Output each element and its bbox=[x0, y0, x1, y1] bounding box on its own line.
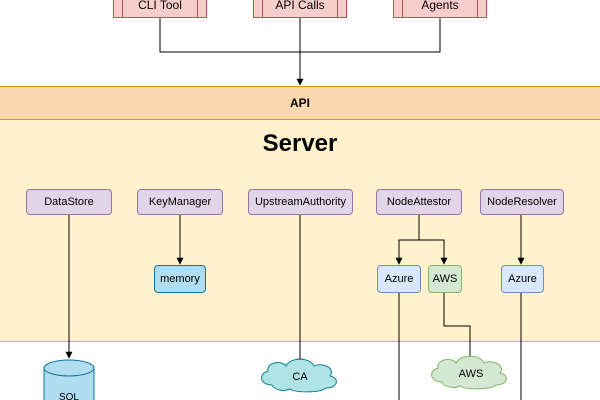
resolver-azure-label: Azure bbox=[508, 273, 537, 285]
attestor-azure-box: Azure bbox=[377, 265, 421, 293]
cli-tool-box: CLI Tool bbox=[113, 0, 207, 18]
nodeattestor-box: NodeAttestor bbox=[376, 189, 462, 215]
api-bar: API bbox=[0, 86, 600, 120]
datastore-label: DataStore bbox=[44, 196, 94, 208]
api-calls-label: API Calls bbox=[275, 0, 325, 12]
keymanager-box: KeyManager bbox=[137, 189, 223, 215]
attestor-azure-label: Azure bbox=[384, 273, 414, 285]
sql-label: SQL bbox=[58, 392, 79, 400]
attestor-aws-box: AWS bbox=[428, 265, 462, 293]
noderesolver-box: NodeResolver bbox=[480, 189, 564, 215]
api-calls-box: API Calls bbox=[253, 0, 347, 18]
server-title: Server bbox=[262, 130, 338, 157]
noderesolver-label: NodeResolver bbox=[487, 196, 557, 208]
client-connector bbox=[159, 18, 441, 53]
api-label: API bbox=[289, 96, 310, 110]
upstreamauthority-box: UpstreamAuthority bbox=[248, 189, 353, 215]
resolver-azure-box: Azure bbox=[501, 265, 544, 293]
nodeattestor-label: NodeAttestor bbox=[386, 196, 452, 208]
datastore-box: DataStore bbox=[26, 189, 112, 215]
memory-box: memory bbox=[154, 265, 206, 293]
upstreamauthority-label: UpstreamAuthority bbox=[254, 196, 347, 208]
aws-cloud-label: AWS bbox=[458, 368, 484, 380]
ca-label: CA bbox=[292, 371, 308, 383]
attestor-aws-label: AWS bbox=[432, 273, 458, 285]
agents-label: Agents bbox=[421, 0, 459, 12]
cli-tool-label: CLI Tool bbox=[138, 0, 182, 12]
agents-box: Agents bbox=[393, 0, 487, 18]
keymanager-label: KeyManager bbox=[148, 196, 212, 208]
memory-label: memory bbox=[160, 273, 200, 285]
